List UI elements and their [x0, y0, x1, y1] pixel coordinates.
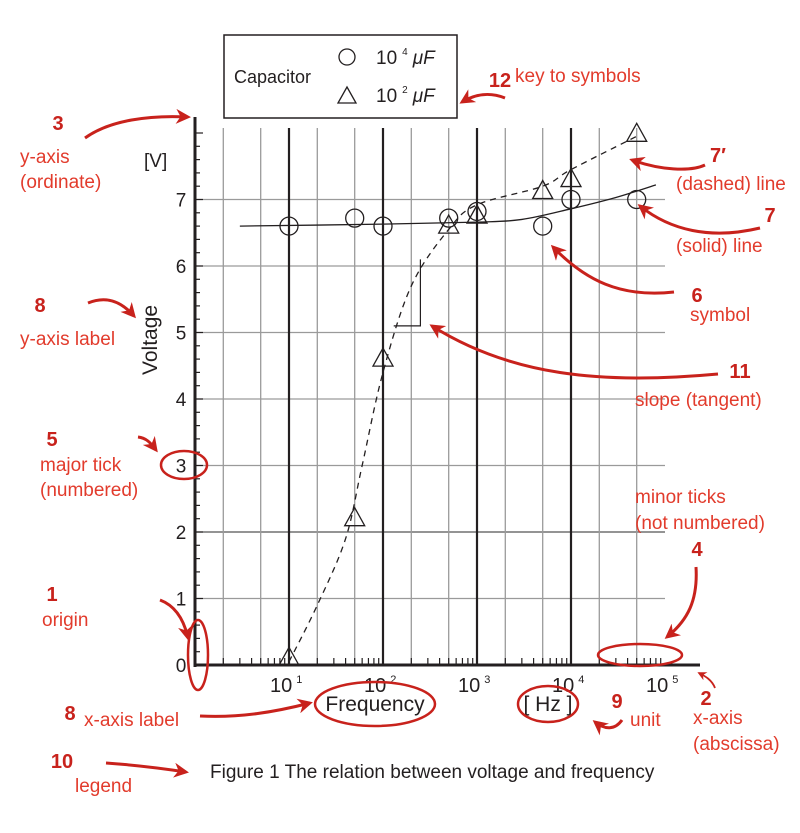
annotation-label: (dashed) line: [676, 174, 786, 195]
annotation-label: y-axis: [20, 147, 70, 168]
annotation-arrow: [459, 89, 506, 104]
y-axis-unit: [V]: [144, 151, 167, 172]
circle-marker: [627, 189, 647, 210]
annotation-arrow: [550, 244, 675, 295]
solid-line: [239, 184, 657, 227]
annotation-number: 9: [611, 691, 622, 713]
annotation-label: key to symbols: [515, 66, 641, 87]
data-markers: [277, 121, 648, 666]
circle-marker: [561, 189, 581, 210]
annotation-label: legend: [75, 776, 132, 797]
circle-marker: [467, 201, 487, 222]
y-tick-labels: 0 1 2 3 4 5 6 7: [176, 191, 187, 678]
annotation-arrow: [105, 761, 189, 778]
figure-caption: Figure 1 The relation between voltage an…: [210, 762, 655, 783]
annotation-label: (numbered): [40, 480, 138, 501]
annotation-label: (solid) line: [676, 236, 763, 257]
annotation-arrow: [629, 156, 706, 172]
triangle-marker: [371, 346, 395, 367]
annotation-label: (ordinate): [20, 172, 101, 193]
triangle-marker: [559, 167, 583, 188]
annotation-arrow: [664, 566, 698, 639]
annotation-arrow: [429, 324, 719, 380]
annotation-number: 10: [51, 751, 73, 773]
y-tick-label: 4: [176, 390, 187, 411]
annotation-number: 3: [52, 113, 63, 135]
circle-marker: [345, 208, 365, 228]
circle-marker: [533, 216, 553, 236]
annotation-number: 2: [700, 688, 711, 710]
triangle-symbol-icon: [336, 85, 358, 104]
y-tick-label: 1: [176, 590, 187, 611]
annotation-number: 5: [46, 429, 57, 451]
annotation-label: symbol: [690, 305, 750, 326]
annotation-number: 8: [64, 703, 75, 725]
triangle-marker: [343, 506, 366, 527]
annotation-arrow: [697, 672, 716, 689]
annotation-arrow: [87, 298, 136, 319]
annotation-arrow: [637, 204, 761, 235]
circle-marker: [373, 216, 393, 236]
annotation-label: origin: [42, 610, 88, 631]
annotation-number: 11: [729, 361, 750, 383]
annotation-ellipse: [516, 684, 580, 724]
triangle-marker: [531, 179, 554, 200]
triangle-marker: [465, 203, 489, 224]
annotation-label: unit: [630, 710, 661, 731]
legend-title: Capacitor: [234, 67, 311, 87]
annotation-number: 12: [489, 70, 511, 92]
x-axis-unit: [ Hz ]: [523, 693, 572, 716]
y-tick-label: 0: [176, 656, 187, 677]
annotation-number: 1: [46, 584, 57, 606]
annotation-label: (abscissa): [693, 734, 780, 755]
slope-tangent-triangle: [393, 259, 422, 327]
annotation-number: 7′: [710, 145, 726, 167]
annotation-arrow: [84, 108, 191, 140]
y-tick-label: 7: [176, 191, 187, 212]
annotation-number: 4: [691, 539, 703, 561]
annotation-label: major tick: [40, 455, 122, 476]
annotation-label: y-axis label: [20, 329, 115, 350]
annotation-label: minor ticks: [635, 487, 726, 508]
triangle-marker: [437, 213, 460, 234]
circle-marker: [279, 216, 299, 236]
annotation-ellipse: [596, 642, 684, 668]
annotation-label: x-axis: [693, 708, 743, 729]
y-tick-label: 2: [176, 523, 187, 544]
annotation-number: 7: [764, 205, 775, 227]
x-axis-label: Frequency: [325, 693, 425, 716]
annotation-arrow: [592, 719, 624, 736]
y-tick-label: 3: [176, 457, 187, 478]
annotation-arrow: [137, 435, 158, 453]
annotation-number: 6: [691, 285, 702, 307]
annotation-number: 8: [34, 295, 45, 317]
y-axis-label: Voltage: [139, 305, 162, 375]
circle-marker: [439, 208, 459, 228]
grid: [195, 128, 665, 665]
annotation-label: x-axis label: [84, 710, 179, 731]
annotation-ellipse: [313, 680, 437, 728]
annotations: 3 y-axis (ordinate) 8 y-axis label 5 maj…: [20, 66, 786, 797]
annotation-ellipse: [159, 449, 209, 481]
y-tick-label: 5: [176, 324, 187, 345]
annotation-label: slope (tangent): [635, 390, 762, 411]
annotation-ellipse: [186, 618, 210, 692]
y-tick-label: 6: [176, 257, 187, 278]
annotation-arrow: [199, 698, 313, 718]
circle-symbol-icon: [338, 48, 356, 66]
triangle-marker: [625, 121, 648, 142]
annotation-label: (not numbered): [635, 513, 765, 534]
annotation-arrow: [159, 598, 193, 641]
